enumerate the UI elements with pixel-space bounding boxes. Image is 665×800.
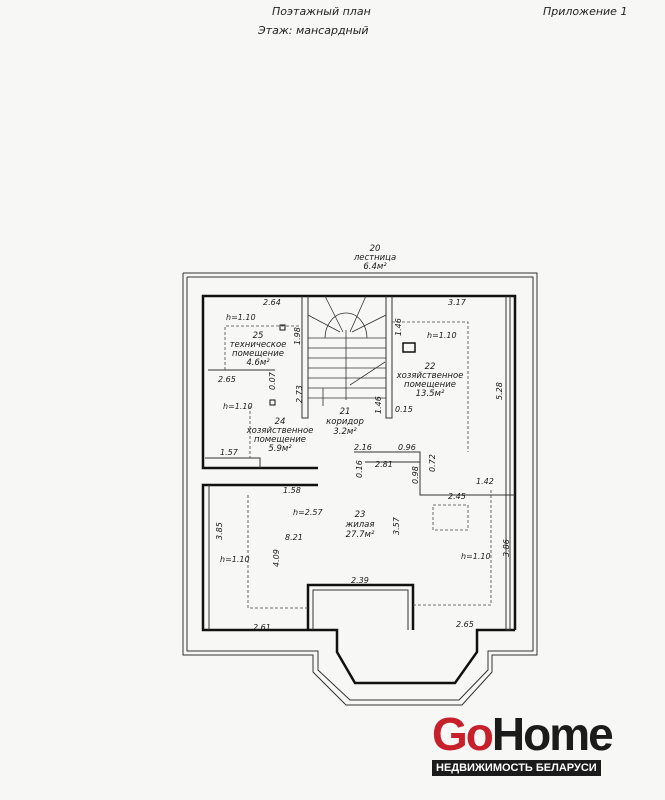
outer-outline-inner	[186, 276, 534, 701]
svg-text:1.98: 1.98	[293, 327, 302, 345]
svg-text:1.42: 1.42	[476, 477, 494, 486]
room-22: 22 хозяйственное помещение 13.5м²	[396, 362, 464, 399]
svg-text:2.64: 2.64	[263, 298, 281, 307]
skylight	[432, 504, 469, 531]
room-20: 20 лестница 6.4м²	[353, 244, 396, 272]
svg-text:4.09: 4.09	[272, 549, 281, 567]
outer-outline	[182, 272, 538, 706]
svg-text:5.9м²: 5.9м²	[268, 444, 292, 454]
svg-text:2.45: 2.45	[448, 492, 466, 501]
appendix-label: Приложение 1	[543, 5, 628, 18]
upper-wall	[201, 294, 517, 630]
room-24: 24 хозяйственное помещение 5.9м²	[246, 417, 314, 454]
room24-bottom	[205, 457, 261, 468]
room-23: 23 жилая 27.7м²	[345, 510, 375, 540]
balcony-inner	[312, 589, 409, 630]
svg-text:1.46: 1.46	[374, 396, 383, 414]
svg-text:2.73: 2.73	[295, 385, 304, 403]
right-inner	[505, 296, 511, 631]
svg-text:3.86: 3.86	[502, 539, 511, 557]
svg-text:22: 22	[425, 362, 436, 372]
svg-text:h=1.10: h=1.10	[461, 552, 491, 561]
svg-text:помещение: помещение	[232, 349, 284, 359]
lower-wall	[201, 483, 515, 685]
stair-wall-right	[385, 296, 393, 419]
svg-text:3.2м²: 3.2м²	[333, 427, 357, 437]
vent-icon	[279, 324, 286, 331]
svg-text:20: 20	[370, 244, 381, 254]
plan-title: Поэтажный план	[272, 5, 371, 18]
logo-go: Go	[432, 708, 494, 760]
svg-text:0.96: 0.96	[398, 443, 416, 452]
svg-text:23: 23	[355, 510, 366, 520]
gohome-logo: GoHome НЕДВИЖИМОСТЬ БЕЛАРУСИ	[432, 711, 622, 776]
svg-text:4.6м²: 4.6м²	[246, 358, 270, 368]
svg-text:техническое: техническое	[230, 340, 287, 350]
svg-text:24: 24	[275, 417, 286, 427]
svg-text:1.46: 1.46	[394, 318, 403, 336]
svg-text:2.39: 2.39	[351, 576, 369, 585]
svg-text:жилая: жилая	[345, 520, 375, 530]
svg-text:h=1.10: h=1.10	[427, 331, 457, 340]
svg-text:5.28: 5.28	[495, 382, 504, 400]
svg-text:h=1.10: h=1.10	[223, 402, 253, 411]
height-line-22	[392, 321, 469, 452]
logo-subtitle: НЕДВИЖИМОСТЬ БЕЛАРУСИ	[432, 760, 601, 776]
svg-text:6.4м²: 6.4м²	[363, 262, 387, 272]
svg-text:1.57: 1.57	[220, 448, 239, 457]
logo-home: Home	[491, 708, 614, 760]
svg-text:25: 25	[253, 331, 264, 341]
vent-icon	[269, 399, 276, 406]
room-21: 21 коридор 3.2м²	[326, 407, 364, 437]
svg-text:0.72: 0.72	[428, 454, 437, 472]
svg-text:h=1.10: h=1.10	[226, 313, 256, 322]
dimensions: 2.64 3.17 1.98 1.46 1.46 5.28 2.65 0.07 …	[215, 298, 511, 632]
stair-wall-left	[301, 296, 309, 419]
svg-text:0.07: 0.07	[268, 371, 277, 390]
svg-text:2.16: 2.16	[354, 443, 372, 452]
svg-text:хозяйственное: хозяйственное	[396, 371, 464, 381]
svg-text:2.65: 2.65	[456, 620, 474, 629]
floor-label: Этаж: мансардный	[258, 24, 369, 37]
corridor-wall	[354, 451, 515, 496]
svg-text:помещение: помещение	[404, 380, 456, 390]
svg-text:3.57: 3.57	[392, 516, 401, 535]
svg-text:3.17: 3.17	[448, 298, 467, 307]
svg-text:3.85: 3.85	[215, 522, 224, 540]
svg-text:2.61: 2.61	[253, 623, 271, 632]
svg-text:h=2.57: h=2.57	[293, 508, 323, 517]
svg-text:0.98: 0.98	[411, 466, 420, 484]
svg-text:хозяйственное: хозяйственное	[246, 426, 314, 436]
svg-text:0.15: 0.15	[395, 405, 413, 414]
svg-text:2.65: 2.65	[218, 375, 236, 384]
room-25: 25 техническое помещение 4.6м²	[230, 331, 287, 368]
chimney-icon	[402, 342, 416, 353]
svg-text:h=1.10: h=1.10	[220, 555, 250, 564]
staircase	[307, 295, 387, 406]
svg-text:лестница: лестница	[353, 253, 396, 263]
svg-text:2.81: 2.81	[375, 460, 393, 469]
svg-text:13.5м²: 13.5м²	[416, 389, 445, 399]
svg-text:коридор: коридор	[326, 417, 364, 427]
svg-text:27.7м²: 27.7м²	[346, 530, 375, 540]
height-line-23b	[413, 490, 492, 606]
svg-text:помещение: помещение	[254, 435, 306, 445]
height-line-23	[247, 495, 308, 609]
ceiling-heights: h=1.10 h=1.10 h=1.10 h=1.10 h=1.10	[220, 313, 491, 564]
svg-text:8.21: 8.21	[285, 533, 303, 542]
svg-text:1.58: 1.58	[283, 486, 301, 495]
svg-text:21: 21	[340, 407, 351, 417]
balcony-wall	[306, 583, 415, 630]
svg-text:0.16: 0.16	[355, 460, 364, 478]
